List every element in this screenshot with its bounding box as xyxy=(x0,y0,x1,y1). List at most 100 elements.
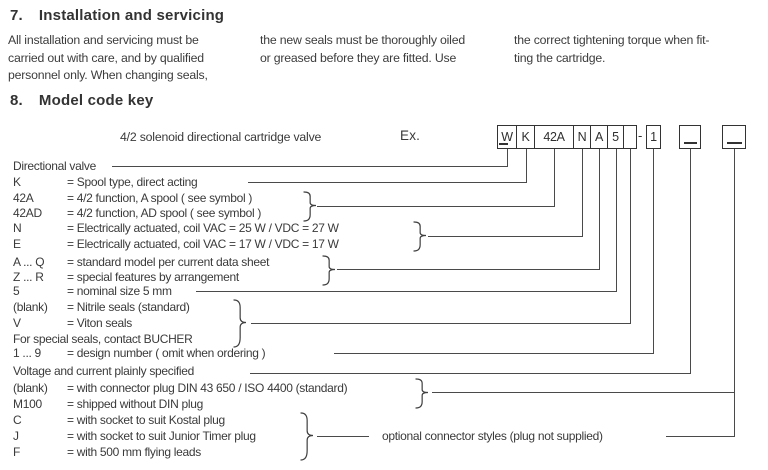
key-row-code: F xyxy=(13,445,21,459)
optional-connector-note: optional connector styles (plug not supp… xyxy=(382,429,603,443)
key-row-code: For special seals, contact BUCHER xyxy=(13,332,193,346)
group-brace xyxy=(303,191,317,222)
key-row-description: = Electrically actuated, coil VAC = 17 W… xyxy=(67,237,339,251)
connector-hline xyxy=(250,373,691,374)
key-row-description: = with connector plug DIN 43 650 / ISO 4… xyxy=(67,381,348,395)
group-brace xyxy=(413,221,427,252)
model-code-cell: K xyxy=(516,125,535,149)
section8-title: Model code key xyxy=(38,92,154,109)
key-row-description: = Viton seals xyxy=(67,316,132,330)
connector-hline xyxy=(196,291,617,292)
connector-vline xyxy=(630,149,631,323)
paragraph-line: the new seals must be thoroughly oiled xyxy=(260,33,465,47)
key-row-code: V xyxy=(13,316,21,330)
model-code-cell-value: 5 xyxy=(612,130,619,144)
model-code-cell-value: N xyxy=(577,130,587,144)
key-row-description: = Spool type, direct acting xyxy=(67,175,198,189)
connector-vline xyxy=(526,149,527,182)
model-code-cell: 42A xyxy=(534,125,574,149)
key-row-code: (blank) xyxy=(13,300,48,314)
section7-column-3: the correct tightening torque when fit-t… xyxy=(514,32,766,67)
key-row-code: Voltage and current plainly specified xyxy=(13,364,195,378)
paragraph-line: All installation and servicing must be xyxy=(8,33,199,47)
key-row-description: = shipped without DIN plug xyxy=(67,397,203,411)
section8-number: 8. xyxy=(10,92,23,109)
key-row-description: = 4/2 function, A spool ( see symbol ) xyxy=(67,191,253,205)
key-row-code: 5 xyxy=(13,284,20,298)
key-row-description: = with socket to suit Kostal plug xyxy=(67,413,225,427)
model-code-cell: 5 xyxy=(607,125,624,149)
connector-vline xyxy=(554,149,555,206)
model-code-cell-value: K xyxy=(521,130,530,144)
blank-placeholder xyxy=(499,143,508,145)
connector-hline xyxy=(317,206,555,207)
key-row-code: Z ... R xyxy=(13,270,44,284)
section7-heading: 7. Installation and servicing xyxy=(10,7,224,24)
connector-vline xyxy=(616,149,617,291)
connector-vline xyxy=(599,149,600,269)
model-code-cell xyxy=(499,125,637,149)
connector-vline xyxy=(653,149,654,353)
key-row-code: 1 ... 9 xyxy=(13,346,41,360)
section7-number: 7. xyxy=(10,7,23,24)
key-row-code: E xyxy=(13,237,21,251)
key-row-description: = standard model per current data sheet xyxy=(67,255,270,269)
key-row-code: J xyxy=(13,429,19,443)
model-code-cell: N xyxy=(573,125,591,149)
model-code-separator: - xyxy=(638,128,643,143)
key-row-code: 42A xyxy=(13,191,34,205)
key-row-code: M100 xyxy=(13,397,42,411)
blank-box-2 xyxy=(722,125,746,149)
blank-placeholder xyxy=(684,142,697,144)
key-row-code: (blank) xyxy=(13,381,48,395)
paragraph-line: ting the cartridge. xyxy=(514,50,606,65)
group-brace xyxy=(415,378,429,409)
key-row-description: = Electrically actuated, coil VAC = 25 W… xyxy=(67,221,339,235)
group-brace xyxy=(233,299,247,348)
section8-heading: 8. Model code key xyxy=(10,92,153,109)
key-row-code: Directional valve xyxy=(13,159,96,173)
paragraph-line: or greased before they are fitted. Use xyxy=(260,50,457,65)
group-brace xyxy=(300,412,314,461)
blank-box-1 xyxy=(679,125,701,149)
key-row-description: = with 500 mm flying leads xyxy=(67,445,201,459)
key-row-code: N xyxy=(13,221,22,235)
design-number-box: 1 xyxy=(646,125,661,149)
connector-vline xyxy=(734,149,735,437)
paragraph-line: personnel only. When changing seals, xyxy=(8,68,208,82)
paragraph-line: carried out with care, and by qualified xyxy=(8,50,204,65)
key-row-code: C xyxy=(13,413,22,427)
connector-vline xyxy=(690,149,691,373)
key-row-description: = special features by arrangement xyxy=(67,270,239,284)
connector-vline xyxy=(582,149,583,236)
connector-hline xyxy=(251,323,631,324)
connector-hline xyxy=(337,269,600,270)
key-row-code: A ... Q xyxy=(13,255,45,269)
example-label: Ex. xyxy=(400,128,421,143)
key-row-description: = with socket to suit Junior Timer plug xyxy=(67,429,256,443)
connector-hline xyxy=(432,392,735,393)
group-brace xyxy=(322,255,336,286)
paragraph-line: the correct tightening torque when fit- xyxy=(514,33,710,47)
model-code-caption: 4/2 solenoid directional cartridge valve xyxy=(120,130,322,144)
model-code-cell-value: W xyxy=(501,130,513,144)
connector-hline xyxy=(248,182,527,183)
key-row-description: = nominal size 5 mm xyxy=(67,284,172,298)
blank-placeholder xyxy=(727,142,742,144)
section7-column-1: All installation and servicing must be ca… xyxy=(8,32,248,85)
key-row-description: = Nitrile seals (standard) xyxy=(67,300,190,314)
section7-title: Installation and servicing xyxy=(38,7,225,24)
key-row-code: 42AD xyxy=(13,206,42,220)
model-code-cell: W xyxy=(497,125,517,149)
section7-column-2: the new seals must be thoroughly oiled or… xyxy=(260,32,504,67)
connector-hline xyxy=(112,166,508,167)
note-leader-line xyxy=(666,436,735,437)
connector-hline xyxy=(428,236,583,237)
connector-hline xyxy=(334,353,654,354)
note-leader-line xyxy=(317,436,369,437)
model-code-cell: A xyxy=(590,125,608,149)
key-row-code: K xyxy=(13,175,21,189)
connector-vline xyxy=(507,149,508,166)
